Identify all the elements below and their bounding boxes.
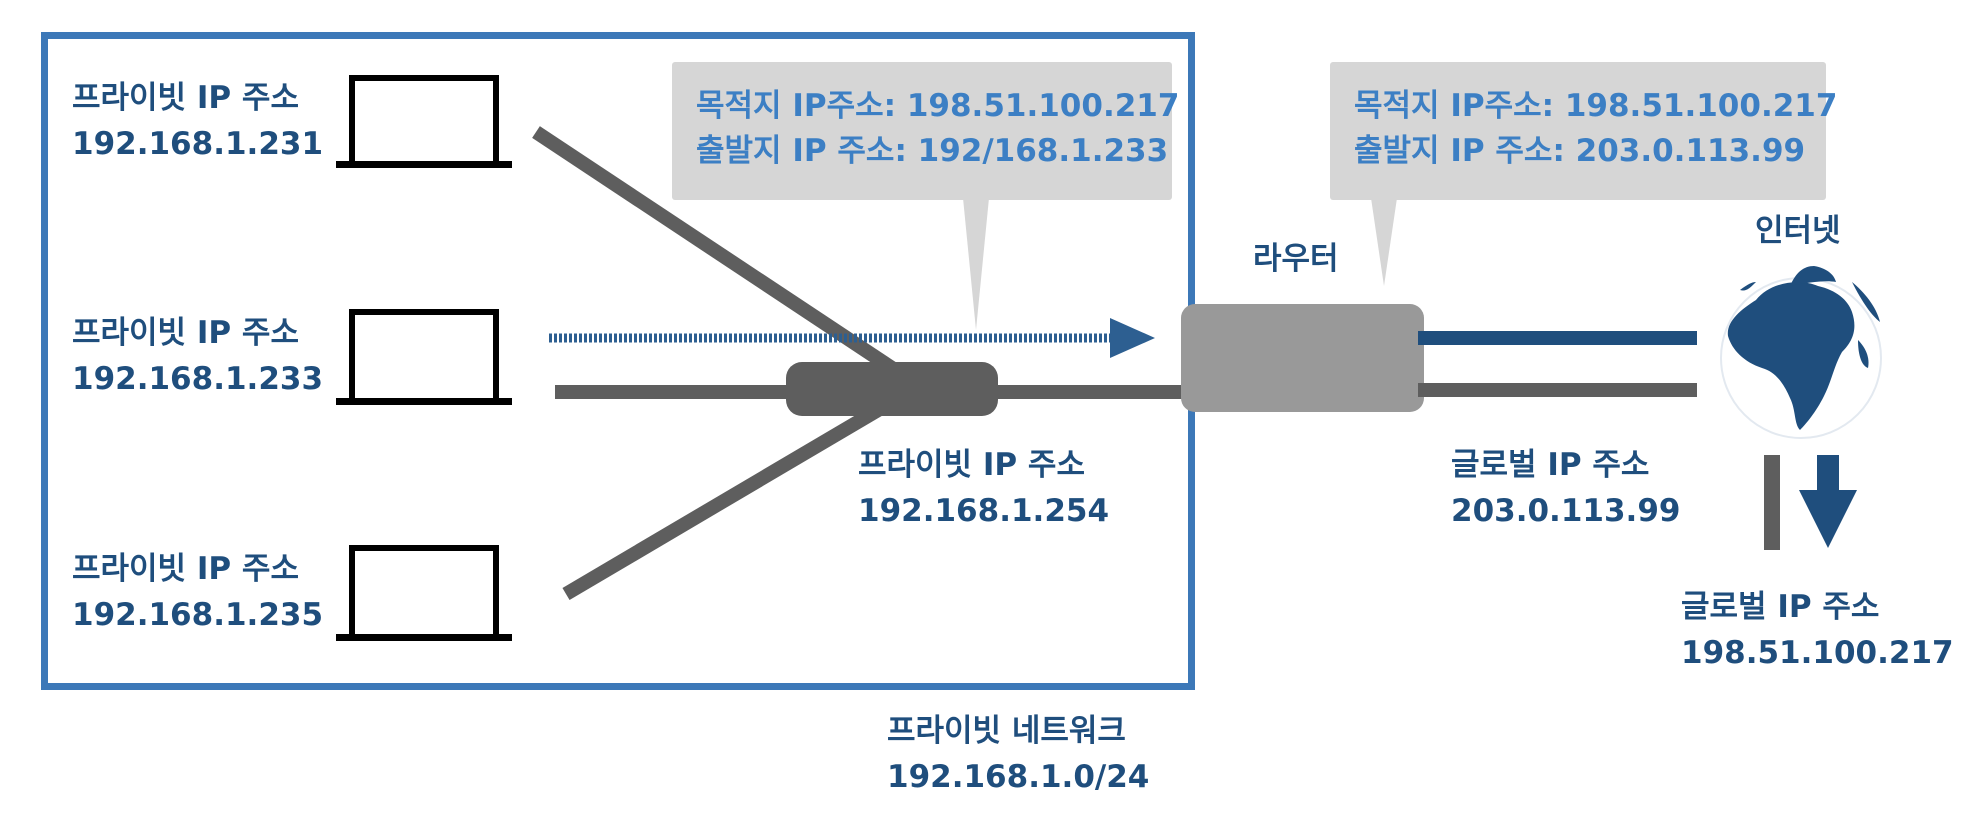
host-label-title: 프라이빗 IP 주소 [72,315,299,351]
host-label: 프라이빗 IP 주소 192.168.1.231 [72,75,323,167]
switch-ip: 192.168.1.254 [858,493,1110,529]
switch-label-title: 프라이빗 IP 주소 [858,447,1085,483]
router-title: 라우터 [1253,241,1339,277]
callout-dest: 목적지 IP주소: 198.51.100.217 [1354,88,1838,124]
host-label: 프라이빗 IP 주소 192.168.1.233 [72,310,323,402]
host-label-title: 프라이빗 IP 주소 [72,551,299,587]
arrow-down-icon [1799,455,1857,548]
router-global-label: 글로벌 IP 주소 203.0.113.99 [1451,442,1680,534]
callout-dest: 목적지 IP주소: 198.51.100.217 [696,88,1180,124]
destination-label: 글로벌 IP 주소 198.51.100.217 [1681,584,1954,676]
host-label: 프라이빗 IP 주소 192.168.1.235 [72,546,323,638]
downlink-gray-bar [1764,455,1780,550]
destination-ip: 198.51.100.217 [1681,635,1954,671]
private-network-cidr: 192.168.1.0/24 [887,759,1150,795]
host-ip: 192.168.1.233 [72,361,324,397]
internet-title: 인터넷 [1755,213,1841,249]
private-network-title: 프라이빗 네트워크 [887,713,1126,749]
callout-tail [963,198,989,330]
switch-device [786,362,998,416]
link-line [562,393,899,601]
callout-src: 출발지 IP 주소: 203.0.113.99 [1354,133,1806,169]
callout-tail [1371,198,1397,286]
router-global-title: 글로벌 IP 주소 [1451,447,1650,483]
packet-callout-outside: 목적지 IP주소: 198.51.100.217 출발지 IP 주소: 203.… [1330,62,1838,200]
arrow-right-icon [1110,318,1155,358]
host-ip: 192.168.1.231 [72,126,324,162]
destination-title: 글로벌 IP 주소 [1681,589,1880,625]
host-label-title: 프라이빗 IP 주소 [72,80,299,116]
laptop-icon [336,309,512,405]
callout-src: 출발지 IP 주소: 192/168.1.233 [696,133,1169,169]
host-ip: 192.168.1.235 [72,597,324,633]
private-network-label: 프라이빗 네트워크 192.168.1.0/24 [887,708,1149,800]
router-device [1181,304,1424,412]
laptop-icon [336,545,512,641]
packet-callout-inside: 목적지 IP주소: 198.51.100.217 출발지 IP 주소: 192/… [672,62,1180,200]
link-line [532,126,899,376]
switch-label: 프라이빗 IP 주소 192.168.1.254 [858,442,1109,534]
router-global-ip: 203.0.113.99 [1451,493,1681,529]
laptop-icon [336,75,512,168]
globe-icon [1720,266,1882,439]
